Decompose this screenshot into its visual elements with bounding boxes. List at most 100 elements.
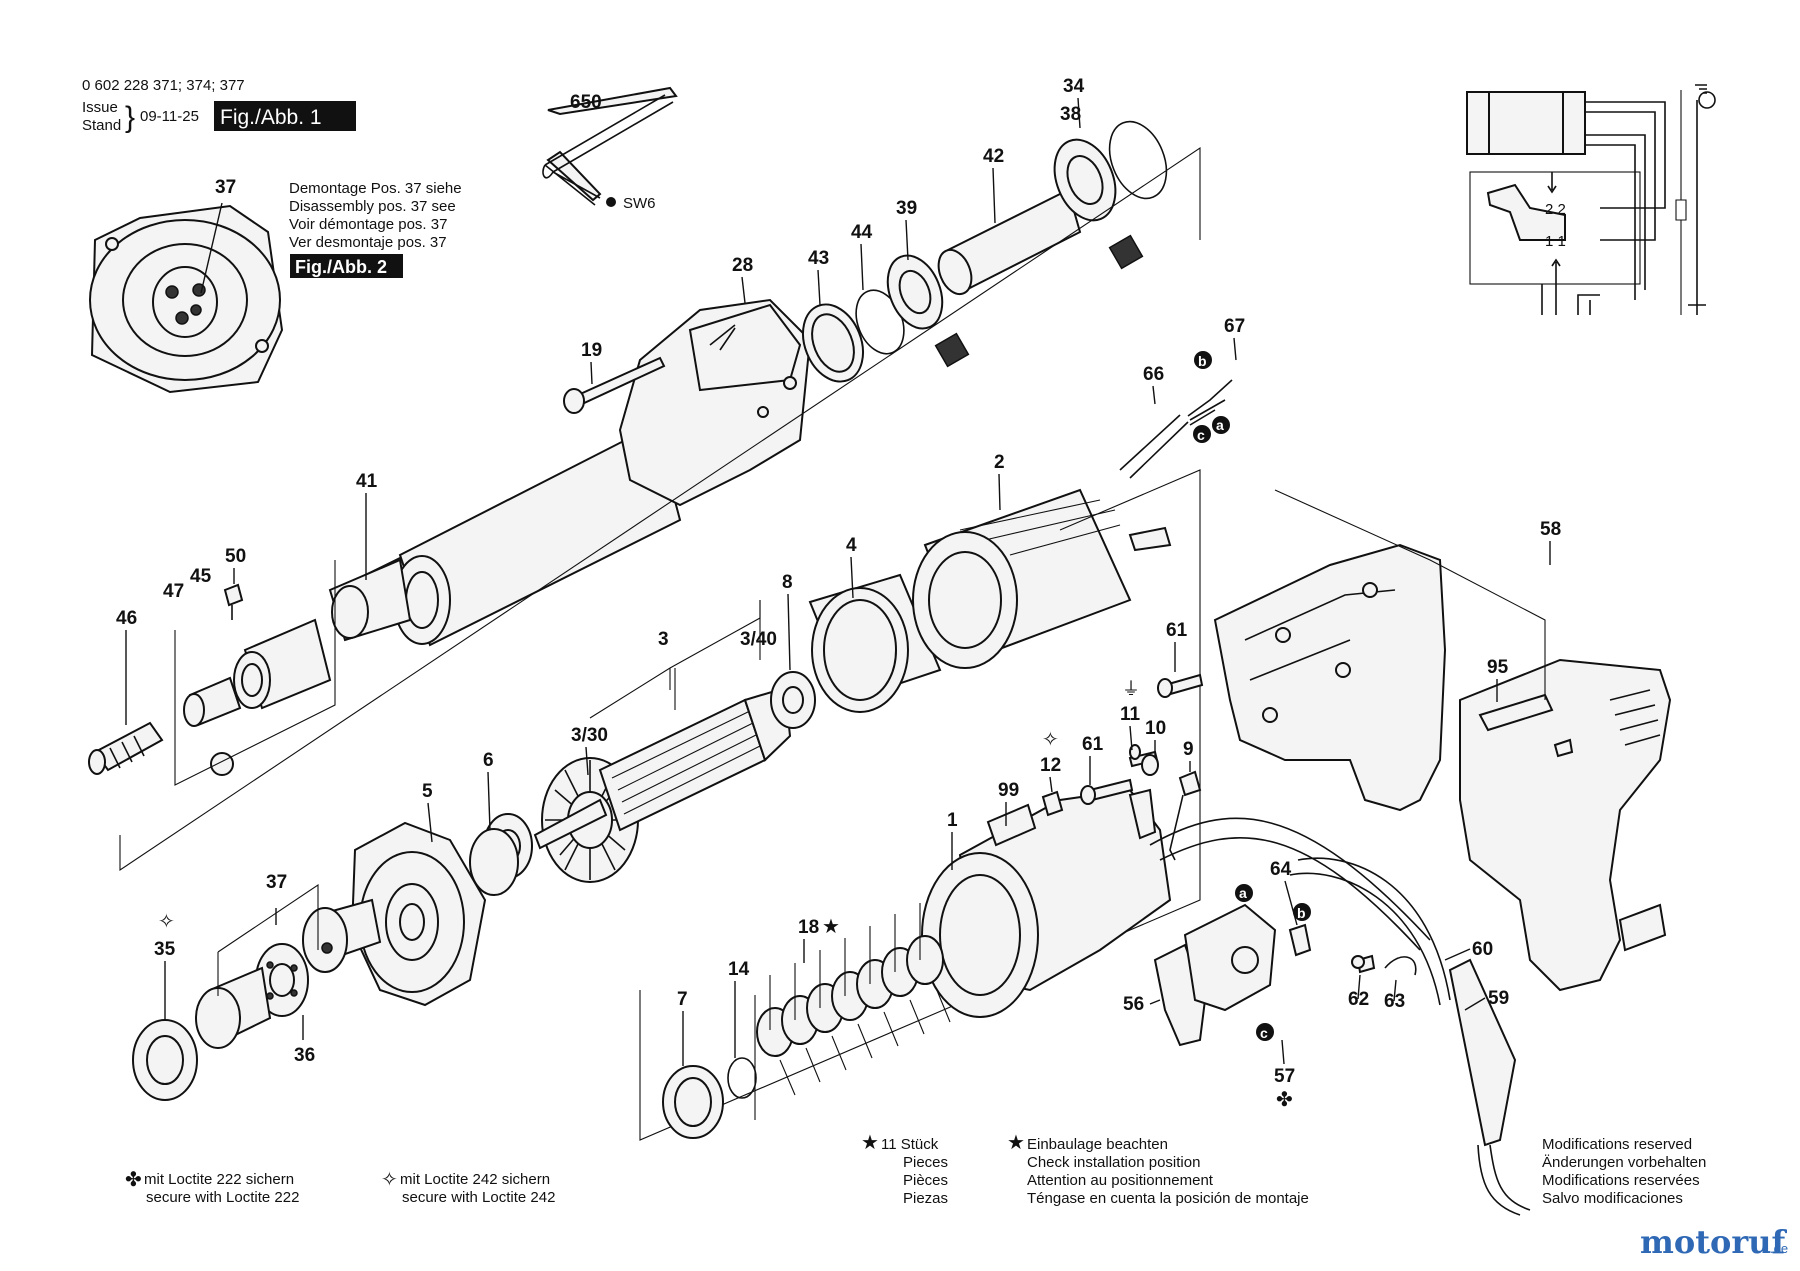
circuit-terminal-2: 2 2 [1545,201,1566,218]
label-3-30: 3/30 [571,725,608,746]
label-50: 50 [225,546,246,567]
label-6: 6 [483,750,494,771]
screw-62 [1351,954,1376,974]
handle-bracket [1274,489,1546,700]
label-41: 41 [356,471,378,492]
flange-5 [350,821,487,1007]
capacitor-64 [1288,923,1312,957]
screws-61-10-11 [1080,673,1204,805]
wire-marker-c-switch: c [1260,1025,1268,1041]
wire-marker-b-top: b [1198,353,1207,369]
pieces-line-2: Pieces [903,1154,948,1171]
flange-parts-37 [195,898,382,1049]
label-59: 59 [1488,988,1509,1009]
fig1-label: Fig./Abb. 1 [220,106,322,129]
brush-rings-18 [756,903,951,1096]
bearing-38 [1053,138,1144,270]
label-63: 63 [1384,991,1405,1012]
installation-star: ★ [1007,1132,1025,1154]
footer-installation: ★ Einbaulage beachten Check installation… [1007,1132,1309,1207]
label-9: 9 [1183,739,1194,760]
label-12: 12 [1040,755,1061,776]
installation-mark-18: ★ [822,916,840,938]
o-ring-34 [1108,120,1168,200]
installation-line-4: Téngase en cuenta la posición de montaje [1027,1190,1309,1207]
label-60: 60 [1472,939,1493,960]
footer-modifications: Modifications reserved Änderungen vorbeh… [1542,1136,1706,1207]
label-95: 95 [1487,657,1509,678]
spindle-tube-41 [328,423,703,647]
nameplate-95-plate [1478,693,1554,732]
cable-60-59 [1149,817,1531,1216]
field-2 [912,488,1172,669]
label-2: 2 [994,452,1005,473]
inset-notes: Demontage Pos. 37 siehe Disassembly pos.… [289,180,462,251]
label-36: 36 [294,1045,315,1066]
ground-symbol: ⏚ [1122,679,1140,699]
label-43: 43 [808,248,829,269]
label-45: 45 [190,566,212,587]
loctite222-symbol: ✤ [125,1169,142,1191]
screw-45 [223,583,244,620]
loctite222-mark-57: ✤ [1276,1089,1293,1111]
label-66: 66 [1143,364,1164,385]
label-37-lower: 37 [266,872,287,893]
inset-note-3: Voir démontage pos. 37 [289,216,447,233]
screw-19 [563,356,666,414]
loctite242-mark-12: ✧ [1042,729,1059,751]
collet-bracket [174,560,336,786]
clamp-63 [1384,956,1417,976]
label-7: 7 [677,989,688,1010]
label-3: 3 [658,629,669,650]
collet-nut-50 [233,618,332,710]
loctite242-line-1: mit Loctite 242 sichern [400,1171,550,1188]
fig1-box: Fig./Abb. 1 [214,101,356,131]
inset-label-37: 37 [215,177,236,198]
wrench-size: SW6 [623,195,656,212]
loctite242-line-2: secure with Loctite 242 [402,1189,555,1206]
motor-housing-1 [921,788,1172,1018]
label-14: 14 [728,959,750,980]
label-4: 4 [846,535,857,556]
inset-flange-drawing [89,202,284,394]
label-650: 650 [570,92,602,113]
sleeve-42 [937,188,1082,296]
ring-43 [802,303,864,383]
label-8: 8 [782,572,793,593]
wire-marker-a-switch: a [1239,885,1247,901]
pieces-line-4: Piezas [903,1190,948,1207]
label-39: 39 [896,198,917,219]
label-19: 19 [581,340,602,361]
footer-loctite222: ✤ mit Loctite 222 sichern secure with Lo… [125,1169,299,1206]
label-64: 64 [1270,859,1292,880]
assembly-bracket-top [119,146,1201,872]
label-sticker-99 [986,803,1037,847]
label-18: 18 [798,917,819,938]
circuit-diagram [1466,84,1716,315]
spacer-7 [662,1065,724,1139]
label-56: 56 [1123,994,1144,1015]
loctite222-line-2: secure with Loctite 222 [146,1189,299,1206]
installation-line-1: Einbaulage beachten [1027,1136,1168,1153]
wire-marker-c-top: c [1197,427,1205,443]
bracket-37 [217,883,319,996]
label-11: 11 [1120,704,1141,725]
watermark-tld: .de [1770,1241,1788,1256]
inset-note-4: Ver desmontaje pos. 37 [289,234,447,251]
inset-note-1: Demontage Pos. 37 siehe [289,180,462,197]
label-35: 35 [154,939,176,960]
bearing-8 [770,671,816,729]
fig2-label: Fig./Abb. 2 [295,257,387,277]
label-57: 57 [1274,1066,1295,1087]
loctite222-line-1: mit Loctite 222 sichern [144,1171,294,1188]
loctite242-mark-35: ✧ [158,911,175,933]
modifications-line-1: Modifications reserved [1542,1136,1692,1153]
wire-markers: b c a a b c [1193,351,1311,1041]
cable-66 [1119,379,1233,479]
issue-date: 09-11-25 [140,108,199,125]
switch-56 [1153,903,1277,1047]
thread-ring-35 [132,1019,198,1101]
label-10: 10 [1145,718,1166,739]
